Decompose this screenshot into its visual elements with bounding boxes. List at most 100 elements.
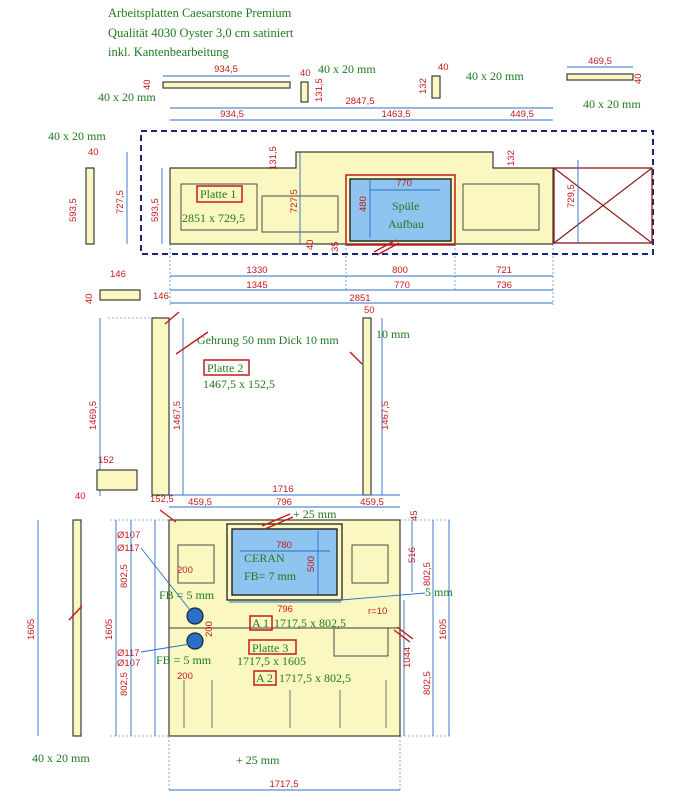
dim-dia-117-b: Ø117 (117, 648, 140, 659)
dim-1605-strip: 1605 (26, 619, 37, 640)
dim-146-b: 146 (153, 291, 169, 302)
empty-corner-box (553, 167, 653, 244)
platte-2-size: 1467,5 x 152,5 (203, 377, 275, 391)
dim-721: 721 (496, 265, 512, 276)
drill-hole-lower (186, 632, 204, 650)
dim-736: 736 (496, 280, 512, 291)
platte-1-name: Platte 1 (200, 187, 236, 201)
dim-152-5: 152,5 (150, 494, 174, 505)
dim-200-b: 200 (177, 671, 193, 682)
platte-3-size: 1717,5 x 1605 (237, 654, 306, 668)
edge-strip-469 (566, 73, 634, 81)
label-ceran: CERAN (244, 551, 285, 565)
drill-hole-upper (186, 607, 204, 625)
dim-40-left-long: 40 (75, 491, 86, 502)
ceran-hob-cutout (231, 528, 338, 596)
platte-2-name: Platte 2 (207, 361, 243, 375)
dim-131-mid: 131,5 (268, 146, 279, 170)
dim-strip-40-c: 40 (438, 62, 449, 73)
dim-729-right: 729,5 (566, 184, 577, 208)
edge-strip-132 (431, 75, 441, 99)
edge-piece-146 (99, 289, 141, 301)
dim-934-b: 934,5 (220, 109, 244, 120)
label-r10: r=10 (368, 606, 387, 617)
dim-1463: 1463,5 (381, 109, 410, 120)
dim-500: 500 (306, 556, 317, 572)
label-aufbau: Aufbau (388, 217, 424, 231)
dim-dia-107-b: Ø107 (117, 658, 140, 669)
edge-piece-152 (96, 469, 138, 491)
dim-727-mid: 727,5 (289, 189, 300, 213)
dim-40-left-strip: 40 (88, 147, 99, 158)
dim-1467-a: 1467,5 (172, 401, 183, 430)
dim-132-right: 132 (506, 150, 517, 166)
label-fb5-a: FB = 5 mm (159, 588, 215, 602)
dim-strip-40-d: 40 (633, 73, 644, 84)
dim-200-c: 200 (204, 621, 215, 637)
dim-strip-132: 132 (418, 78, 429, 94)
cabinet-outline-dashed (140, 130, 654, 255)
dim-1469: 1469,5 (88, 401, 99, 430)
dim-802-right-a: 802,5 (422, 562, 433, 586)
dim-40-piece: 40 (84, 293, 95, 304)
dim-2851: 2851 (349, 293, 370, 304)
dim-35: 35 (330, 241, 341, 252)
dim-dia-117-a: Ø117 (117, 543, 140, 554)
dim-480: 480 (358, 196, 369, 212)
edge-strip-left-1605 (72, 519, 82, 737)
dim-strip-40-a: 40 (142, 79, 153, 90)
dim-459-b: 459,5 (360, 497, 384, 508)
dim-1605-right: 1605 (438, 619, 449, 640)
dim-1717: 1717,5 (269, 779, 298, 790)
dim-146: 146 (110, 269, 126, 280)
platte-1-group: 2847,5 934,5 1463,5 449,5 Spüle Aufbau 7… (48, 96, 654, 305)
label-spuele: Spüle (392, 199, 419, 213)
platte-2-right-strip (362, 317, 372, 496)
dim-593-inner: 593,5 (150, 198, 161, 222)
label-40x20-d: 40 x 20 mm (583, 97, 641, 111)
label-fb7: FB= 7 mm (244, 569, 297, 583)
dim-50: 50 (364, 305, 375, 316)
platte-3-name: Platte 3 (252, 641, 288, 655)
dim-152: 152 (98, 455, 114, 466)
dim-strip-934-top: 934,5 (214, 64, 238, 75)
dim-796-top: 796 (276, 497, 292, 508)
dim-459-a: 459,5 (188, 497, 212, 508)
platte-3-group: 1716 459,5 796 459,5 780 CERAN FB= 7 mm … (26, 484, 453, 792)
dim-strip-131: 131,5 (314, 78, 325, 102)
dim-strip-40-b: 40 (300, 68, 311, 79)
label-40x20-b: 40 x 20 mm (318, 62, 376, 76)
dim-449: 449,5 (510, 109, 534, 120)
platte-1-size: 2851 x 729,5 (182, 211, 245, 225)
label-fb5-b: FB = 5 mm (156, 653, 212, 667)
title-line-1: Arbeitsplatten Caesarstone Premium (108, 6, 292, 20)
label-40x20-a: 40 x 20 mm (98, 90, 156, 104)
dim-802-left-b: 802,5 (119, 672, 130, 696)
label-5mm: 5 mm (425, 585, 453, 599)
edge-strip-131 (300, 81, 309, 103)
dim-1716: 1716 (272, 484, 293, 495)
dim-2847: 2847,5 (345, 96, 374, 107)
dim-770-top: 770 (396, 178, 412, 189)
dim-1345: 1345 (246, 280, 267, 291)
dim-strip-469: 469,5 (588, 56, 612, 67)
label-10mm: 10 mm (376, 327, 410, 341)
dim-770-bottom: 770 (394, 280, 410, 291)
label-40x20-c: 40 x 20 mm (466, 69, 524, 83)
edge-strip-934 (162, 81, 291, 89)
dim-802-right-b: 802,5 (422, 671, 433, 695)
dim-200-a: 200 (177, 565, 193, 576)
dim-45: 45 (409, 510, 420, 521)
dim-727-left: 727,5 (115, 190, 126, 214)
dim-40-bottom: 40 (305, 239, 316, 250)
label-40x20-e: 40 x 20 mm (48, 129, 106, 143)
dim-780: 780 (276, 540, 292, 551)
edge-strip-left-593 (85, 167, 95, 245)
dim-1044: 1044 (402, 647, 413, 668)
dim-1467-b: 1467,5 (380, 401, 391, 430)
dim-1330: 1330 (246, 265, 267, 276)
sink-cutout (349, 178, 452, 242)
label-plus25-top: + 25 mm (293, 507, 337, 521)
title-line-3: inkl. Kantenbearbeitung (108, 45, 229, 59)
